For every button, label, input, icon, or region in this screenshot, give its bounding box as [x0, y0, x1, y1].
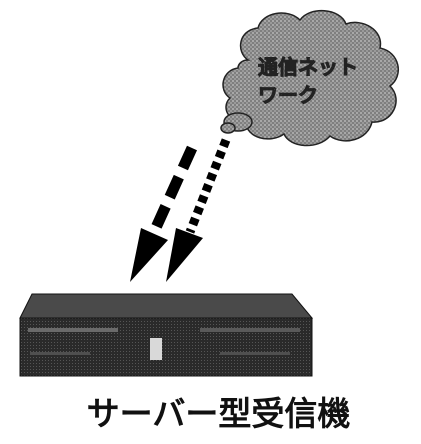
receiver-box-icon: [19, 293, 314, 377]
dotted-arrow-icon: [166, 138, 231, 282]
cloud-icon: [220, 9, 400, 147]
cloud-label: 通信ネット ワーク: [258, 53, 408, 109]
cloud-label-line2: ワーク: [258, 83, 319, 108]
cloud-label-line1: 通信ネット: [258, 55, 359, 80]
dashed-arrow-icon: [130, 145, 198, 282]
receiver-caption: サーバー型受信機: [86, 394, 351, 433]
